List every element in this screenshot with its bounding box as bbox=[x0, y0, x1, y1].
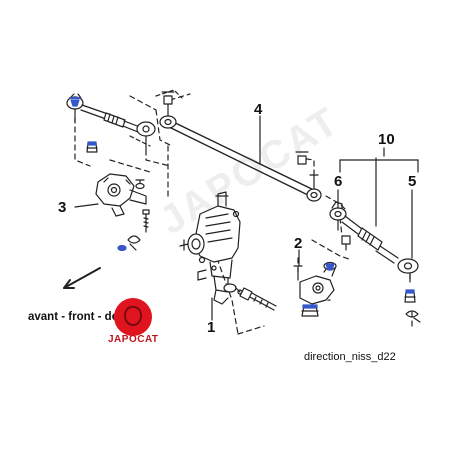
direction-caption: avant - front - dela bbox=[28, 311, 128, 323]
steering-gearbox bbox=[179, 191, 243, 305]
cotter-pin-right bbox=[405, 310, 421, 323]
left-ball-stud bbox=[69, 97, 81, 107]
direction-arrow bbox=[63, 267, 101, 289]
idler-arm bbox=[293, 261, 337, 305]
callout-2: 2 bbox=[294, 235, 303, 252]
gearbox-bolt bbox=[239, 287, 277, 311]
callout-4: 4 bbox=[254, 101, 263, 118]
part-3-bracket bbox=[95, 173, 147, 217]
leader-lines bbox=[74, 115, 419, 321]
link-nut-left bbox=[161, 91, 175, 105]
idler-nut bbox=[301, 304, 319, 317]
right-tie-rod bbox=[341, 215, 419, 283]
callout-5: 5 bbox=[408, 173, 417, 190]
logo-mascot-icon bbox=[124, 306, 142, 326]
top-bracket-dash bbox=[129, 89, 183, 147]
alignment-lines bbox=[74, 93, 413, 335]
callout-3: 3 bbox=[58, 199, 67, 216]
japocat-logo: JAPOCAT bbox=[108, 298, 158, 350]
right-upper-nut bbox=[295, 151, 309, 165]
washer-left bbox=[117, 244, 127, 252]
inner-tie-rod-end bbox=[329, 201, 347, 231]
callout-6: 6 bbox=[334, 173, 343, 190]
castle-nut-left bbox=[86, 141, 98, 153]
file-caption: direction_niss_d22 bbox=[304, 351, 396, 363]
cotter-pin-left bbox=[127, 235, 141, 251]
castle-nut-right bbox=[404, 289, 416, 303]
sleeve-clamp-nut bbox=[341, 235, 351, 245]
logo-text: JAPOCAT bbox=[108, 334, 159, 345]
bracket-bolt bbox=[142, 209, 150, 233]
callout-10: 10 bbox=[378, 131, 395, 148]
center-link bbox=[159, 95, 322, 202]
callout-1: 1 bbox=[207, 319, 216, 336]
